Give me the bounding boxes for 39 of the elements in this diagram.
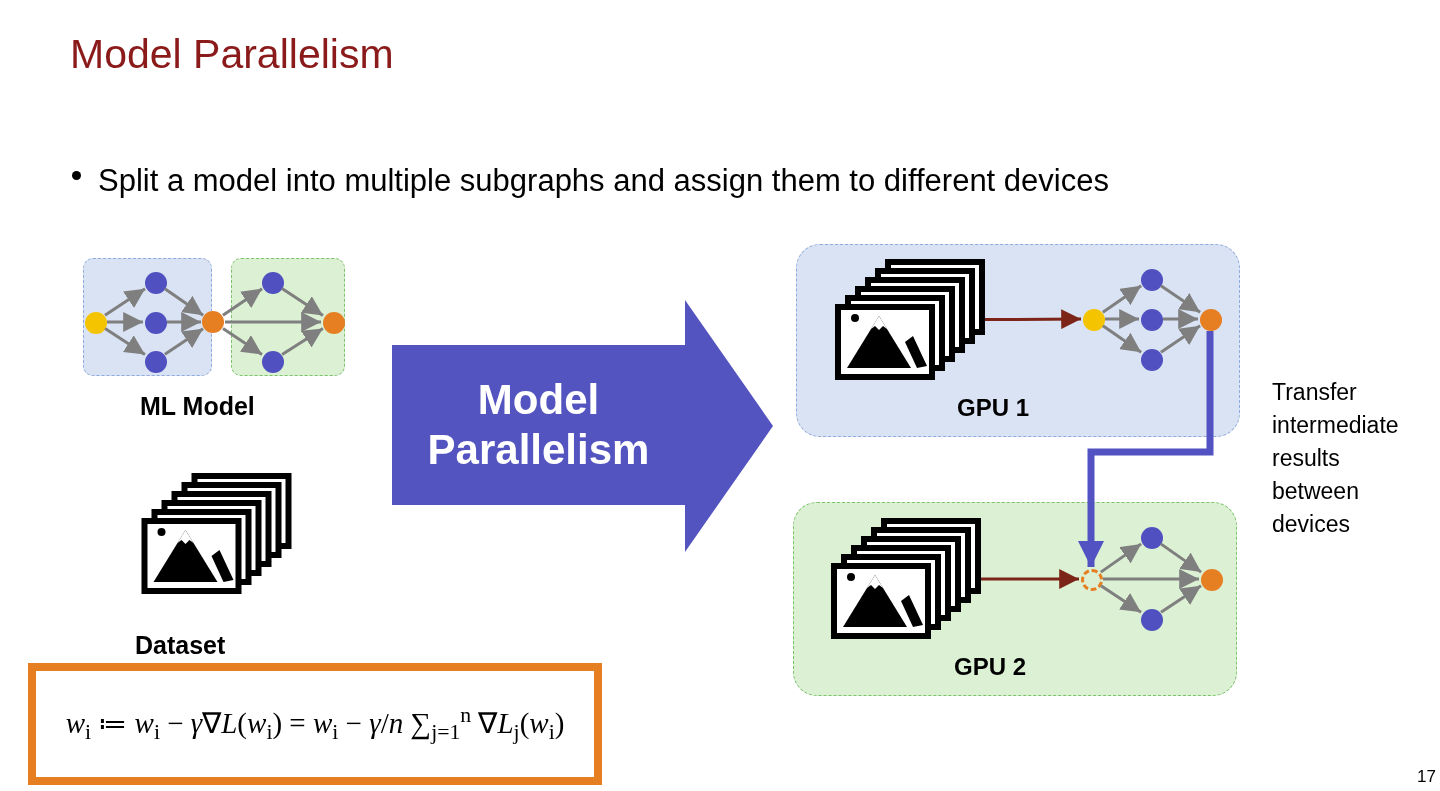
arrow [1102, 284, 1142, 314]
arrow [222, 327, 263, 356]
arrow [1100, 584, 1142, 614]
arrow [104, 327, 146, 356]
block-arrow [392, 300, 773, 552]
panel-label: GPU 1 [957, 393, 1029, 423]
text-label: Transfer intermediate results between devices [1272, 378, 1400, 539]
arrow [1163, 309, 1198, 329]
arrow [981, 569, 1079, 589]
panel-label: GPU 2 [954, 652, 1026, 682]
arrow [1160, 324, 1201, 354]
device-panel [793, 502, 1237, 696]
arrow [164, 287, 204, 317]
arrow [1102, 324, 1142, 354]
arrow [104, 287, 146, 317]
arrow [1160, 584, 1202, 614]
arrow [1103, 569, 1199, 589]
text-label: Dataset [135, 630, 226, 661]
arrow [985, 309, 1081, 330]
arrow-label: Model Parallelism [426, 375, 651, 475]
text-label: Split a model into multiple subgraphs and assign them to different devices [98, 162, 1109, 200]
arrow [167, 312, 201, 332]
arrow [107, 312, 143, 332]
arrow [225, 312, 321, 332]
arrow [222, 287, 263, 317]
page-number: 17 [1417, 766, 1436, 788]
arrow [164, 327, 204, 356]
device-panel [796, 244, 1240, 437]
formula: w$_{i}$ ≔ w$_{i}$ − γ∇L(w$_{i}$) = w$_{i}$ − γ/n ∑$_{j=1}$$^{n}$ ∇L$_{j}$(w$_{i}$) [65, 702, 565, 746]
slide-title: Model Parallelism [70, 34, 394, 75]
text-label: ML Model [140, 391, 255, 422]
arrow [1105, 309, 1139, 329]
arrow [281, 327, 324, 356]
arrow [1159, 542, 1203, 574]
arrow [281, 287, 324, 317]
arrow [1077, 331, 1214, 567]
arrow [1160, 284, 1201, 314]
arrow [1099, 542, 1143, 574]
formula-box [28, 663, 602, 785]
